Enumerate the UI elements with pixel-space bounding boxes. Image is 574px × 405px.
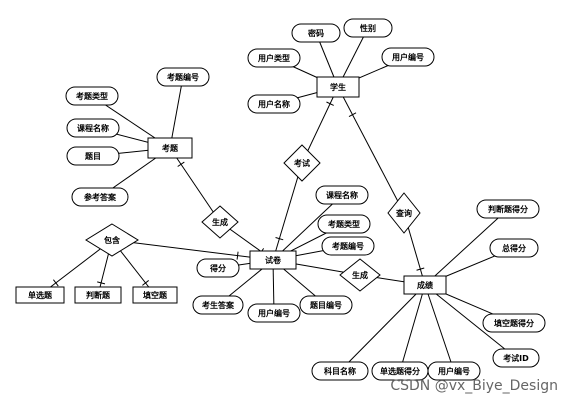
relationship-label-exam: 考试 xyxy=(294,158,310,168)
entity-label-score: 成绩 xyxy=(417,280,433,290)
watermark: CSDN @vx_Biye_Design xyxy=(390,378,558,394)
attribute-label-judgescore: 判断题得分 xyxy=(488,204,528,214)
attribute-label-topic: 题目 xyxy=(84,151,101,161)
attribute-cname-p xyxy=(315,185,369,205)
edge-question-generate-q xyxy=(169,147,221,223)
attribute-label-defen: 得分 xyxy=(209,263,226,273)
attribute-qno-p xyxy=(321,236,375,256)
attribute-gender xyxy=(343,18,393,38)
relationship-label-generate-c: 生成 xyxy=(352,270,368,280)
attribute-label-gender: 性别 xyxy=(360,23,376,33)
relationship-label-query: 查询 xyxy=(396,208,412,218)
cardinality-tick xyxy=(177,161,185,167)
attribute-label-total: 总得分 xyxy=(502,243,526,253)
attribute-label-stuans: 考生答案 xyxy=(202,300,235,310)
attribute-label-usertype: 用户类型 xyxy=(257,53,290,63)
attribute-label-examid: 考试ID xyxy=(503,353,529,363)
relationship-generate-c xyxy=(339,258,381,292)
relationship-generate-q xyxy=(201,205,239,239)
attribute-label-topicno: 题目编号 xyxy=(309,300,342,310)
edge-score-userno-c xyxy=(424,284,455,372)
edge-score-judgescore xyxy=(424,208,509,286)
entity-paper xyxy=(249,250,297,270)
attribute-label-qtype: 考题类型 xyxy=(76,91,108,101)
attribute-userno-s xyxy=(381,47,435,67)
attribute-label-mcqscore: 单选题得分 xyxy=(380,366,420,376)
attribute-label-userno-c: 用户编号 xyxy=(437,366,470,376)
attribute-cname-q xyxy=(66,118,120,138)
attribute-label-subject: 科目名称 xyxy=(324,366,356,376)
attribute-topic xyxy=(66,146,120,166)
attribute-qtype-p xyxy=(317,214,371,234)
attribute-userno-c xyxy=(427,361,481,381)
attribute-examid xyxy=(492,348,540,368)
entity-student xyxy=(316,76,360,98)
attribute-usertype xyxy=(247,48,301,68)
attribute-qtype xyxy=(65,86,119,106)
attribute-label-qno-p: 考题编号 xyxy=(332,241,364,251)
cardinality-tick xyxy=(97,281,106,285)
relationship-label-generate-q: 生成 xyxy=(212,217,228,227)
attribute-ref xyxy=(71,187,129,207)
entity-question xyxy=(147,137,193,159)
attribute-label-blankscore: 填空题得分 xyxy=(494,318,534,328)
cardinality-tick xyxy=(236,251,239,260)
attribute-subject xyxy=(311,361,369,381)
entity-blank xyxy=(132,286,178,304)
entity-label-student: 学生 xyxy=(330,82,346,92)
attribute-stuans xyxy=(192,295,244,315)
attribute-label-pwd: 密码 xyxy=(307,28,324,38)
attribute-username xyxy=(247,94,301,114)
entity-label-blank: 填空题 xyxy=(143,290,168,300)
entity-mcq xyxy=(15,286,65,304)
entity-label-judge: 判断题 xyxy=(86,290,111,300)
entity-score xyxy=(403,275,447,295)
cardinality-tick xyxy=(348,112,357,118)
entity-label-mcq: 单选题 xyxy=(28,290,53,300)
relationship-exam xyxy=(283,144,321,182)
attribute-total xyxy=(489,238,539,258)
entity-label-question: 考题 xyxy=(162,143,179,153)
attribute-blankscore xyxy=(482,313,546,333)
entity-judge xyxy=(74,286,122,304)
entity-label-paper: 试卷 xyxy=(265,255,282,265)
relationship-label-contain: 包含 xyxy=(103,235,121,245)
attribute-label-userno-p: 用户编号 xyxy=(257,308,290,318)
attribute-qno xyxy=(156,67,210,87)
edge-exam-paper xyxy=(272,162,303,261)
relationship-contain xyxy=(85,223,139,257)
edge-score-mcqscore xyxy=(399,284,426,372)
attribute-label-username: 用户名称 xyxy=(257,99,290,109)
cardinality-tick xyxy=(275,237,284,241)
attribute-label-qtype-p: 考题类型 xyxy=(328,219,360,229)
attribute-pwd xyxy=(291,23,341,43)
relationship-query xyxy=(387,192,421,234)
edge-student-query xyxy=(337,86,405,214)
attribute-label-ref: 参考答案 xyxy=(83,192,117,202)
attribute-label-cname-p: 课程名称 xyxy=(326,190,358,200)
attribute-label-userno-s: 用户编号 xyxy=(391,52,424,62)
attribute-userno-p xyxy=(247,303,301,323)
attribute-topicno xyxy=(299,295,353,315)
edge-paper-cname-p xyxy=(272,194,343,261)
attribute-judgescore xyxy=(476,199,540,219)
edge-question-qno xyxy=(169,76,184,149)
edge-score-subject xyxy=(339,284,426,372)
edge-score-examid xyxy=(424,284,517,359)
attribute-label-qno: 考题编号 xyxy=(167,72,199,82)
cardinality-tick xyxy=(416,267,425,271)
edge-contain-paper xyxy=(111,239,274,261)
attribute-defen xyxy=(196,258,240,278)
attribute-label-cname-q: 课程名称 xyxy=(77,123,109,133)
cardinality-tick xyxy=(53,279,59,287)
cardinality-tick xyxy=(142,280,149,286)
cardinality-tick xyxy=(326,101,334,106)
